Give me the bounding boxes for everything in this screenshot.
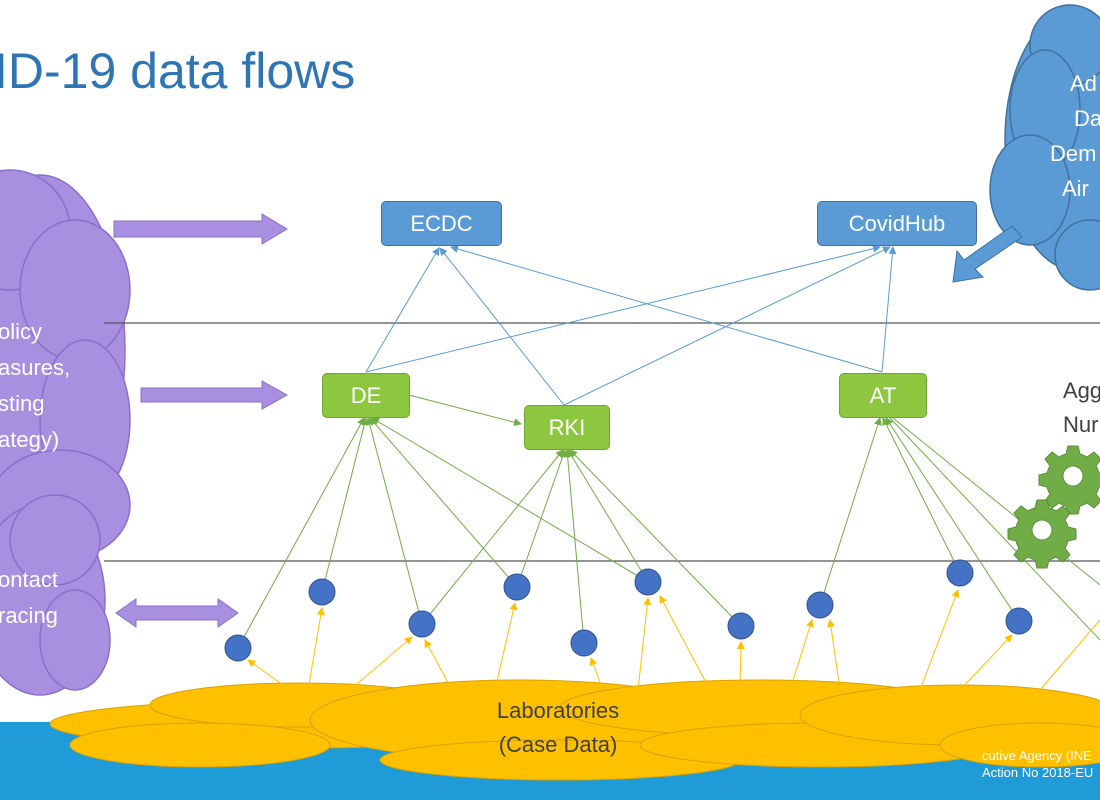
node-covidhub: CovidHub <box>817 201 977 246</box>
policy-cloud-text: olicy asures, sting ategy) <box>0 314 70 458</box>
lab-to-country-links <box>237 417 1100 649</box>
contact-tracing-cloud <box>0 494 111 696</box>
node-de: DE <box>322 373 410 418</box>
data-line-2: Da <box>1074 106 1100 131</box>
lab-dot <box>806 591 834 619</box>
lab-dot <box>727 612 755 640</box>
node-ecdc: ECDC <box>381 201 502 246</box>
footer-line-1: cutive Agency (INE <box>982 748 1092 763</box>
footer-line-2: Action No 2018-EU <box>982 765 1094 780</box>
data-line-4: Air <box>1062 176 1089 201</box>
lab-dot <box>946 559 974 587</box>
data-line-1: Ad <box>1070 71 1097 96</box>
policy-line-1: olicy <box>0 319 43 344</box>
laboratories-text: Laboratories (Case Data) <box>458 694 658 762</box>
laboratories-cloud <box>49 679 1100 781</box>
labs-line-2: (Case Data) <box>498 732 618 757</box>
lab-dot <box>634 568 662 596</box>
lab-dot <box>503 573 531 601</box>
lab-reporting-links <box>247 589 1100 691</box>
gear-icon <box>1007 499 1077 569</box>
labs-line-1: Laboratories <box>496 698 620 723</box>
cloud-arrow <box>952 225 1023 283</box>
data-cloud-text: Ad Da Dem Air <box>1050 66 1100 206</box>
lab-dot <box>570 629 598 657</box>
policy-line-3: sting <box>0 391 45 416</box>
aggregated-line-2: Nur <box>1063 412 1099 437</box>
data-line-3: Dem <box>1050 141 1097 166</box>
contact-line-2: racing <box>0 603 58 628</box>
node-at: AT <box>839 373 927 418</box>
aggregated-text: Agg Nur <box>1063 374 1100 442</box>
policy-line-2: asures, <box>0 355 71 380</box>
footer-text: cutive Agency (INE Action No 2018-EU <box>982 747 1093 781</box>
lab-dot <box>408 610 436 638</box>
policy-arrow-top <box>113 213 288 245</box>
contact-cloud-text: ontact racing <box>0 562 58 634</box>
aggregated-line-1: Agg <box>1063 378 1100 403</box>
lab-dot <box>1005 607 1033 635</box>
node-rki: RKI <box>524 405 610 450</box>
policy-line-4: ategy) <box>0 427 60 452</box>
contact-double-arrow <box>115 598 239 628</box>
lab-dot <box>308 578 336 606</box>
slide-title: ID-19 data flows <box>0 43 356 99</box>
gear-icon <box>1038 445 1100 515</box>
contact-line-1: ontact <box>0 567 58 592</box>
policy-arrow-mid <box>140 380 289 410</box>
data-cloud <box>989 4 1100 291</box>
country-to-hub-links <box>365 244 897 406</box>
lab-dot <box>224 634 252 662</box>
policy-cloud <box>0 169 131 561</box>
